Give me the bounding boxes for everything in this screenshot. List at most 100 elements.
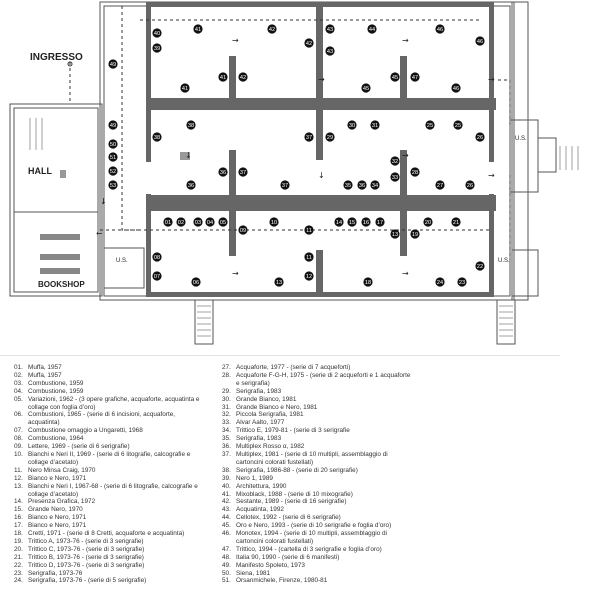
artwork-marker: 07 [152,271,162,281]
legend-text: Mixoblack, 1988 - (serie di 10 mixografi… [236,490,353,498]
floor-plan: →→ →→ ↓→ ↓→ →→ ←↓ INGRESSO HALL BOOKSHOP… [9,1,579,345]
legend-number: 39. [222,474,231,482]
svg-text:47: 47 [412,75,418,81]
legend-number: 12. [14,474,23,482]
svg-text:19: 19 [412,232,418,238]
svg-text:36: 36 [359,183,365,189]
legend-number: 50. [222,569,231,577]
legend-text: e serigrafia) [236,379,270,387]
svg-text:34: 34 [372,183,378,189]
legend-number: 49. [222,561,231,569]
legend-number: 09. [14,443,23,451]
legend-entry: 42. Sestante, 1989 - (serie di 16 serigra… [222,498,462,506]
legend-entry: 18.Cretti, 1971 - (serie di 8 Cretti, ac… [14,530,214,538]
svg-text:02: 02 [178,220,184,226]
svg-text:21: 21 [453,220,459,226]
legend-text: Nero Minsa Craig, 1970 [28,466,96,474]
legend-number [14,404,28,412]
legend-number: 05. [14,395,23,403]
legend-number: 27. [222,364,231,371]
artwork-marker: 09 [238,225,248,235]
legend-number: 34. [222,427,231,435]
legend-number: 36. [222,443,231,451]
svg-text:11: 11 [306,228,312,234]
legend-number: 40. [222,482,231,490]
legend-number: 24. [14,577,23,585]
svg-text:23: 23 [459,280,465,286]
svg-text:13: 13 [392,232,398,238]
legend-entry: 15.Grande Nero, 1970 [14,506,214,514]
legend-number: 42. [222,498,231,506]
legend-entry: acquatinta) [14,419,214,427]
legend-text: Serigrafia, 1973-76 - (serie di 5 serigr… [28,577,147,585]
legend-text: Trittico E, 1979-81 - (serie di 3 serigr… [236,427,350,435]
legend-number [222,380,236,388]
svg-text:26: 26 [477,135,483,141]
svg-text:14: 14 [336,220,342,226]
legend-number: 20. [14,545,23,553]
legend-entry: 12.Bianco e Nero, 1971 [14,475,214,483]
legend-entry: 39. Nero 1, 1989 [222,475,462,483]
legend-number: 38. [222,466,231,474]
legend-text: Bianco e Nero, 1971 [28,522,87,530]
artwork-marker: 11 [304,252,314,262]
artwork-marker: 28 [410,167,420,177]
artwork-marker: 38 [152,132,162,142]
artwork-marker: 41 [180,83,190,93]
svg-text:20: 20 [425,220,431,226]
legend-text: Combustione, 1959 [28,387,84,395]
legend-entry: 45.Oro e Nero, 1993 - (serie di 10 serig… [222,522,462,530]
legend-text: Alvar Aalto, 1977 [236,419,285,427]
legend-text: Architettura, 1990 [236,482,287,490]
artwork-marker: 43 [325,46,335,56]
svg-text:45: 45 [392,75,398,81]
svg-text:03: 03 [195,220,201,226]
bookshop-label: BOOKSHOP [38,280,85,289]
hall-label: HALL [28,166,52,176]
artwork-marker: 11 [304,225,314,235]
legend-entry: cartoncini colorati fustellati) [222,538,462,546]
svg-text:41: 41 [220,75,226,81]
artwork-marker: 42 [304,38,314,48]
legend-text: Nero 1, 1989 [236,474,273,482]
svg-text:45: 45 [363,86,369,92]
artwork-marker: 42 [267,24,277,34]
legend-entry: 04.Combustione, 1959 [14,388,214,396]
legend-divider [0,355,560,356]
legend-number: 10. [14,450,23,458]
artwork-marker: 17 [375,217,385,227]
legend-entry: 05.Variazioni, 1962 - (3 opere grafiche,… [14,396,214,404]
legend-text: Multiplex, 1981 - (serie di 10 multipli,… [236,450,388,458]
legend-entry: 03.Combustione, 1959 [14,380,214,388]
svg-text:15: 15 [349,220,355,226]
artwork-marker: 46 [475,36,485,46]
svg-text:06: 06 [193,280,199,286]
artwork-marker: 47 [410,72,420,82]
legend-text: Orsanmichele, Firenze, 1980-81 [236,577,328,585]
legend-entry: 06.Combustioni, 1965 - (serie di 6 incis… [14,411,214,419]
us-label-right: U.S. [515,136,527,142]
legend-text: Sestante, 1989 - (serie di 16 serigrafie… [236,498,347,506]
artwork-marker: 12 [304,271,314,281]
legend-number [14,419,28,427]
svg-text:43: 43 [327,49,333,55]
legend-text: cartoncini colorati fustellati) [236,537,314,545]
legend-number: 02. [14,371,23,379]
svg-text:37: 37 [240,170,246,176]
legend-text: Serigrafia, 1973-76 [28,569,83,577]
svg-text:51: 51 [110,155,116,161]
svg-text:25: 25 [427,123,433,129]
legend-entry: 32.Piccola Serigrafia, 1981 [222,411,462,419]
artwork-marker: 30 [347,120,357,130]
legend-number: 15. [14,506,23,514]
svg-text:49: 49 [110,62,116,68]
legend-text: collage con foglia d’oro) [28,403,96,411]
svg-text:35: 35 [345,183,351,189]
svg-text:09: 09 [240,228,246,234]
artwork-marker: 34 [370,180,380,190]
svg-text:↓: ↓ [185,151,192,160]
artwork-marker: 45 [361,83,371,93]
legend-entry: 44.Cellotex, 1992 - (serie di 6 serigraf… [222,514,462,522]
artwork-marker: 18 [363,277,373,287]
svg-text:37: 37 [306,135,312,141]
